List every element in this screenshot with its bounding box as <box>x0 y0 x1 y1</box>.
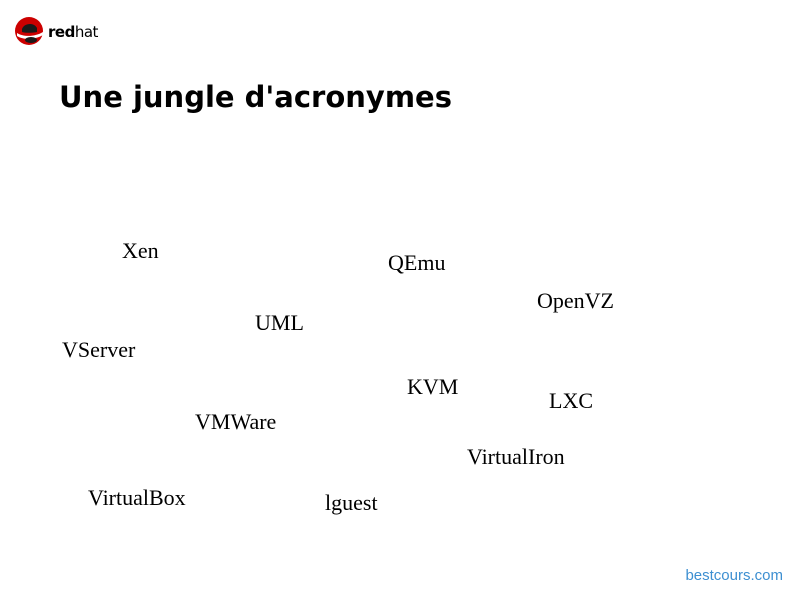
term-lguest: lguest <box>325 490 378 515</box>
shadowman-icon <box>15 17 43 45</box>
term-kvm: KVM <box>407 374 459 399</box>
logo-word-red: red <box>48 23 75 41</box>
term-openvz: OpenVZ <box>537 288 614 313</box>
term-xen: Xen <box>122 238 159 263</box>
redhat-logo: redhat <box>14 16 98 46</box>
term-qemu: QEmu <box>388 250 446 275</box>
term-vserver: VServer <box>62 337 136 362</box>
watermark-link[interactable]: bestcours.com <box>685 567 783 584</box>
logo-wordmark: redhat <box>48 23 98 41</box>
term-vmware: VMWare <box>195 409 277 434</box>
term-virtualbox: VirtualBox <box>88 485 186 510</box>
slide-title: Une jungle d'acronymes <box>59 80 452 114</box>
term-lxc: LXC <box>549 388 593 413</box>
logo-word-hat: hat <box>74 23 99 41</box>
term-uml: UML <box>255 310 304 335</box>
term-virtualiron: VirtualIron <box>467 444 565 469</box>
